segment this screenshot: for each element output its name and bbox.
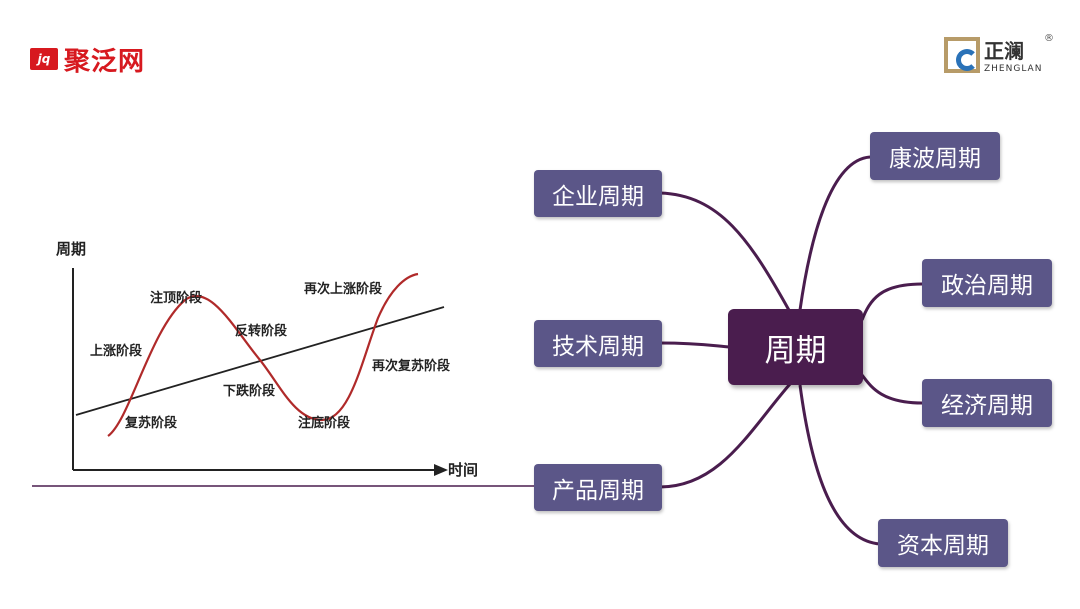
x-axis-arrow-icon	[434, 464, 448, 476]
zhenglan-logo-ring-icon	[956, 49, 978, 71]
mindmap-center-node: 周期	[728, 309, 863, 385]
chart-axes	[72, 268, 448, 476]
stage-label-re-rising: 再次上涨阶段	[304, 282, 383, 297]
zhenglan-logo-cn: 正澜	[984, 39, 1024, 63]
branch-line-economy	[860, 374, 923, 405]
mindmap-branches	[659, 155, 923, 546]
stage-label-recovery: 复苏阶段	[125, 416, 178, 431]
jufan-logo: jq 聚泛网	[30, 44, 145, 77]
node-political-cycle: 政治周期	[922, 259, 1052, 307]
stage-label-peak: 注顶阶段	[150, 291, 203, 306]
zhenglan-logo-en: ZHENGLAN	[984, 64, 1043, 74]
branch-line-capital	[798, 384, 881, 546]
stage-label-reversal: 反转阶段	[235, 324, 288, 339]
chart-x-axis-label: 时间	[448, 461, 479, 479]
zhenglan-logo-frame-icon	[944, 37, 980, 73]
jufan-logo-mark: jq	[30, 48, 58, 70]
node-product-cycle: 产品周期	[534, 464, 662, 511]
jufan-logo-text: 聚泛网	[64, 46, 146, 77]
registered-mark: ®	[1044, 33, 1054, 44]
zhenglan-logo: 正澜 ZHENGLAN ®	[944, 33, 1064, 83]
node-technology-cycle: 技术周期	[534, 320, 662, 367]
chart-y-axis-label: 周期	[56, 240, 87, 258]
node-economic-cycle: 经济周期	[922, 379, 1052, 427]
branch-line-kangbo	[798, 155, 871, 311]
branch-line-enterprise	[659, 191, 792, 313]
branch-line-product	[659, 383, 792, 489]
cycle-curve	[107, 272, 419, 437]
branch-line-technology	[659, 341, 731, 349]
node-capital-cycle: 资本周期	[878, 519, 1008, 567]
stage-label-re-recovery: 再次复苏阶段	[372, 359, 451, 374]
branch-line-politics	[860, 282, 923, 321]
node-enterprise-cycle: 企业周期	[534, 170, 662, 217]
stage-label-falling: 下跌阶段	[223, 384, 276, 399]
stage-label-rising: 上涨阶段	[90, 344, 143, 359]
stage-label-bottom: 注底阶段	[298, 416, 351, 431]
node-kangbo-cycle: 康波周期	[870, 132, 1000, 180]
